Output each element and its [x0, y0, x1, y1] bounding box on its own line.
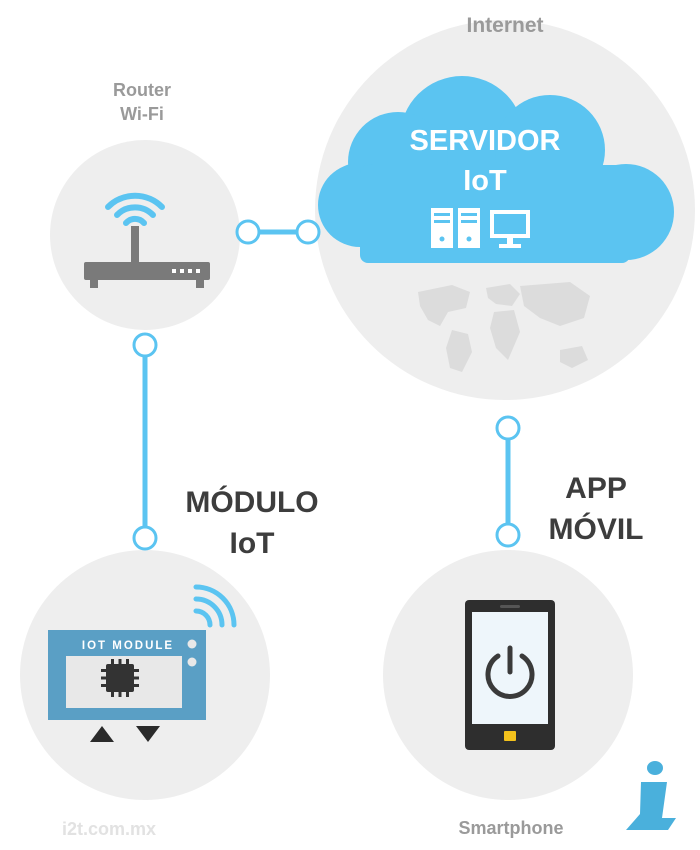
connector-node	[495, 522, 521, 548]
website-label: i2t.com.mx	[62, 819, 156, 839]
router-label-line1: Router	[113, 80, 171, 100]
router-label-line2: Wi-Fi	[120, 104, 164, 124]
i2t-logo-icon	[626, 761, 676, 830]
module-card-label: IOT MODULE	[82, 640, 174, 652]
router-circle	[50, 140, 240, 330]
module-label-line1: MÓDULO	[185, 485, 318, 519]
connector-node	[132, 332, 158, 358]
monitor-icon	[490, 210, 530, 248]
connector-node	[295, 219, 321, 245]
app-label-line2: MÓVIL	[549, 512, 644, 546]
wifi-signal-icon	[193, 584, 237, 628]
wifi-router-icon	[84, 192, 210, 288]
connector-node	[132, 525, 158, 551]
server-label-line2: IoT	[463, 165, 507, 197]
power-icon	[485, 645, 535, 699]
up-down-arrows-icon	[90, 726, 160, 742]
smartphone-label: Smartphone	[458, 818, 563, 838]
server-rack-icon	[431, 208, 480, 248]
app-label-line1: APP	[565, 472, 627, 505]
world-map-icon	[418, 282, 590, 372]
module-label-line2: IoT	[230, 527, 275, 560]
connector-node	[495, 415, 521, 441]
server-label-line1: SERVIDOR	[410, 125, 561, 157]
smartphone-icon	[465, 600, 555, 750]
connector-node	[235, 219, 261, 245]
microchip-icon	[101, 659, 139, 697]
internet-label: Internet	[466, 14, 543, 37]
